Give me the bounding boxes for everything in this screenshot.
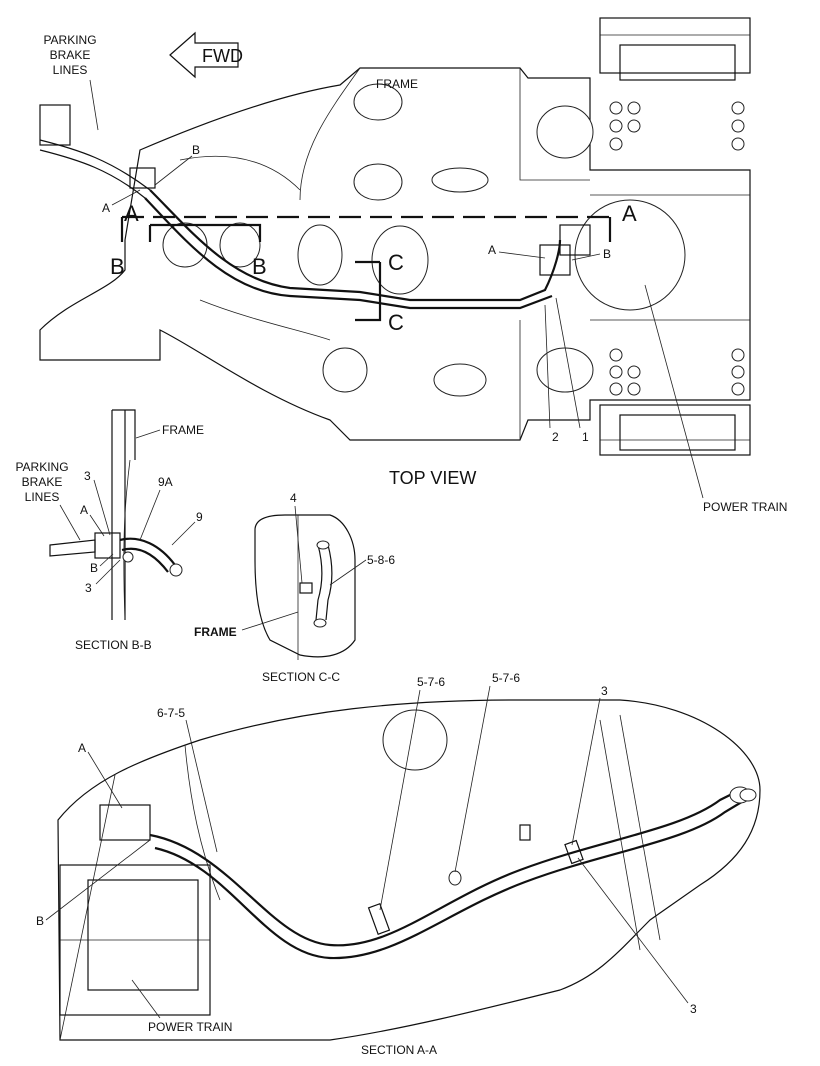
- section-bb-callout-a: A: [80, 503, 88, 517]
- parking-brake-label-3: LINES: [53, 63, 88, 77]
- section-bb-callout-3-top: 3: [84, 469, 91, 483]
- section-aa-callout-3-top: 3: [601, 684, 608, 698]
- section-marker-c-bottom: C: [388, 310, 404, 335]
- section-aa-callout-b: B: [36, 914, 44, 928]
- fwd-arrow: FWD: [169, 31, 243, 79]
- section-aa-title: SECTION A-A: [361, 1043, 437, 1057]
- section-aa-callout-576-right: 5-7-6: [492, 671, 520, 685]
- section-cc-callout-4: 4: [290, 491, 297, 505]
- section-aa-callout-675: 6-7-5: [157, 706, 185, 720]
- section-marker-a-right: A: [622, 201, 637, 226]
- section-aa-callout-576-left: 5-7-6: [417, 675, 445, 689]
- section-aa-callout-a: A: [78, 741, 86, 755]
- section-bb: FRAME PARKING BRAKE LINES 3 9A 9 A B 3 S…: [15, 409, 204, 652]
- callout-b-upper: B: [192, 143, 200, 157]
- callout-1: 1: [582, 430, 589, 444]
- frame-outline: [39, 67, 751, 441]
- section-bb-callout-3-bottom: 3: [85, 581, 92, 595]
- section-aa-callout-3-bottom: 3: [690, 1002, 697, 1016]
- frame-label: FRAME: [376, 77, 418, 91]
- section-marker-b-left: B: [110, 254, 125, 279]
- parking-brake-label-1: PARKING: [43, 33, 96, 47]
- callout-b-mid: B: [603, 247, 611, 261]
- section-bb-title: SECTION B-B: [75, 638, 152, 652]
- callout-a-upper: A: [102, 201, 110, 215]
- section-bb-parking-2: BRAKE: [22, 475, 63, 489]
- section-cc-title: SECTION C-C: [262, 670, 340, 684]
- section-bb-callout-9a: 9A: [158, 475, 173, 489]
- section-bb-callout-b: B: [90, 561, 98, 575]
- section-cc: 4 5-8-6 FRAME SECTION C-C: [194, 491, 395, 684]
- fwd-label: FWD: [202, 46, 243, 66]
- section-aa: A B 6-7-5 5-7-6 5-7-6 3 3 POWER TRAIN SE…: [36, 671, 761, 1057]
- section-bb-frame-label: FRAME: [162, 423, 204, 437]
- top-view: FWD: [39, 17, 787, 514]
- power-train-label-top: POWER TRAIN: [703, 500, 787, 514]
- section-aa-arrows: [120, 217, 612, 242]
- section-cc-frame-label: FRAME: [194, 625, 237, 639]
- section-bb-parking-1: PARKING: [15, 460, 68, 474]
- parking-brake-label-2: BRAKE: [50, 48, 91, 62]
- section-bb-parking-3: LINES: [25, 490, 60, 504]
- callout-a-mid: A: [488, 243, 496, 257]
- callout-2: 2: [552, 430, 559, 444]
- section-marker-a-left: A: [124, 201, 139, 226]
- section-aa-power-train-label: POWER TRAIN: [148, 1020, 232, 1034]
- top-view-title: TOP VIEW: [389, 468, 476, 488]
- section-bb-line: [148, 223, 262, 242]
- section-marker-c-top: C: [388, 250, 404, 275]
- section-marker-b-right: B: [252, 254, 267, 279]
- power-train-hardware: [599, 17, 751, 456]
- section-bb-callout-9: 9: [196, 510, 203, 524]
- section-cc-callout-586: 5-8-6: [367, 553, 395, 567]
- section-cc-line: [355, 260, 382, 322]
